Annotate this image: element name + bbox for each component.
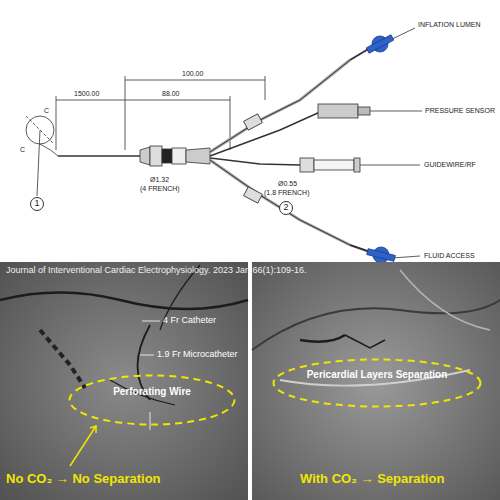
node-text: 2 [283,203,288,213]
dimension-label: C [44,107,49,115]
node-text: 1 [34,199,39,209]
node-text: Pericardial Layers Separation [307,369,448,380]
dimension-label: 100.00 [182,70,203,78]
image-label: 1.9 Fr Microcatheter [157,350,238,360]
dimension-label: (4 FRENCH) [140,185,180,193]
dimension-label: GUIDEWIRE/RF [424,161,476,169]
node-outline [68,374,236,426]
highlight-ellipse: Pericardial Layers Separation [272,358,482,408]
dimension-label: C [20,146,25,154]
callout-number: 2 [278,200,294,216]
dimension-label: (1.8 FRENCH) [264,189,310,197]
dimension-label: Ø0.55 [278,180,297,188]
dimension-label: INFLATION LUMEN [418,21,481,29]
dimension-label: FLUID ACCESS [424,252,475,260]
image-label: 4 Fr Catheter [163,316,216,326]
dimension-label: Ø1.32 [150,176,169,184]
dimension-label: 88.00 [162,90,180,98]
highlight-ellipse: Perforating Wire [68,374,236,426]
node-outline [272,358,482,408]
node-text: Perforating Wire [113,386,191,397]
image-label: No CO₂ → No Separation [6,472,161,486]
dimension-label: 1500.00 [74,90,99,98]
image-label: With CO₂ → Separation [300,472,444,486]
callout-number: 1 [29,196,45,212]
dimension-label: PRESSURE SENSOR [425,107,495,115]
caption: Journal of Interventional Cardiac Electr… [6,266,307,276]
